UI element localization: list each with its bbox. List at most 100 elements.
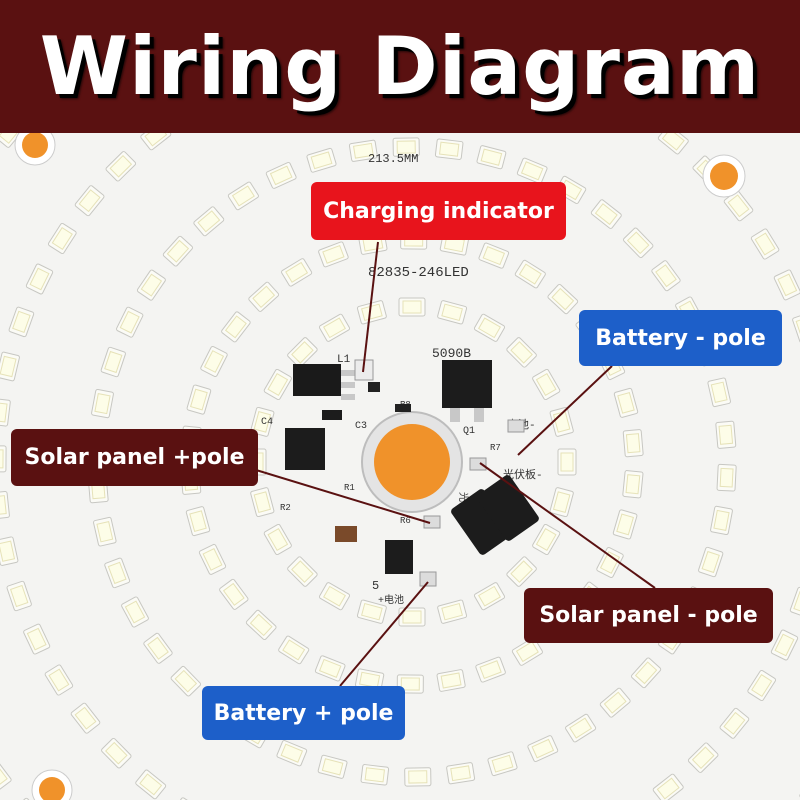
- ic-chip: [285, 428, 325, 470]
- smd-led: [287, 337, 318, 368]
- smd-led: [348, 139, 378, 162]
- corner-led-core: [39, 777, 65, 800]
- smd-resistor: [368, 382, 380, 392]
- smd-led: [162, 235, 193, 267]
- smd-led: [473, 313, 506, 342]
- connector-pin: [341, 370, 355, 376]
- smd-led: [404, 767, 432, 787]
- mosfet-leg: [474, 408, 484, 422]
- smd-led: [116, 306, 144, 338]
- smd-led: [716, 463, 737, 492]
- smd-led: [278, 635, 310, 665]
- smd-led: [710, 505, 733, 536]
- smd-led: [446, 762, 476, 785]
- smd-led: [631, 657, 662, 689]
- ref-q1: Q1: [463, 426, 475, 437]
- smd-led: [6, 580, 32, 612]
- smd-led: [0, 491, 10, 520]
- capacitor-c3: [322, 410, 342, 420]
- label-battery-negative-pole: Battery - pole: [579, 310, 782, 366]
- header-banner: [0, 0, 800, 133]
- smd-led: [0, 398, 11, 427]
- smd-led: [0, 536, 19, 566]
- connector-pin: [341, 394, 355, 400]
- smd-led: [473, 582, 506, 611]
- smd-led: [317, 754, 348, 779]
- board-model-text: 82835-246LED: [368, 265, 469, 281]
- smd-led: [44, 664, 74, 696]
- smd-led: [707, 377, 731, 408]
- smd-led: [792, 312, 800, 344]
- smd-led: [527, 735, 559, 763]
- smd-led: [318, 582, 351, 611]
- smd-led: [622, 470, 644, 499]
- smd-led: [219, 578, 249, 610]
- corner-led-core: [710, 162, 738, 190]
- solar-negative-marking: 光伏板-: [503, 467, 543, 482]
- battery-positive-leader: [339, 581, 429, 687]
- ref-r2: R2: [280, 503, 291, 513]
- diode: [477, 475, 539, 541]
- smd-led: [74, 185, 105, 217]
- capacitor: [335, 526, 357, 542]
- smd-led: [698, 546, 724, 578]
- smd-led: [263, 523, 292, 556]
- charging-indicator-leader: [362, 241, 379, 373]
- smd-led: [613, 387, 639, 418]
- smd-led: [511, 637, 543, 666]
- smd-led: [136, 269, 166, 301]
- smd-led: [314, 655, 346, 682]
- smd-led: [170, 665, 201, 697]
- smd-led: [750, 228, 780, 260]
- transistor: [385, 540, 413, 574]
- smd-led: [596, 547, 624, 578]
- ref-5: 5: [372, 579, 379, 593]
- ref-r1: R1: [344, 483, 355, 493]
- connector-pin: [341, 382, 355, 388]
- smd-led: [186, 384, 212, 415]
- board-dimension-text: 213.5MM: [368, 152, 418, 166]
- smd-led: [276, 740, 308, 767]
- smd-led: [360, 764, 390, 786]
- smd-led: [398, 297, 426, 317]
- smd-led: [0, 445, 7, 473]
- smd-led: [47, 222, 77, 255]
- smd-led: [143, 632, 173, 664]
- smd-led: [747, 669, 777, 702]
- smd-led: [121, 596, 149, 628]
- ref-c4: C4: [261, 417, 273, 428]
- smd-led: [193, 206, 225, 237]
- smd-led: [599, 687, 631, 718]
- smd-led: [263, 368, 292, 401]
- smd-led: [281, 258, 313, 287]
- smd-led: [354, 668, 385, 692]
- smd-led: [0, 351, 20, 382]
- smd-led: [0, 759, 12, 791]
- smd-led: [434, 138, 464, 160]
- label-charging-indicator: Charging indicator: [311, 182, 566, 240]
- smd-led: [8, 306, 35, 338]
- smd-led: [487, 751, 518, 777]
- smd-led: [392, 137, 420, 157]
- smd-led: [770, 629, 799, 661]
- smd-led: [532, 368, 561, 401]
- diode: [451, 489, 513, 555]
- smd-led: [248, 281, 280, 312]
- smd-led: [101, 737, 132, 769]
- smd-led: [612, 509, 638, 540]
- smd-led: [719, 707, 750, 739]
- smd-led: [506, 556, 537, 587]
- ref-r7: R7: [490, 443, 501, 453]
- smd-led: [475, 656, 506, 683]
- smd-led: [652, 773, 684, 800]
- smd-led: [265, 161, 297, 189]
- smd-led: [437, 599, 468, 624]
- smd-led: [250, 487, 275, 518]
- battery-positive-pad: [419, 571, 437, 587]
- solar-negative-leader: [479, 462, 656, 589]
- center-led: [374, 424, 450, 500]
- smd-led: [657, 133, 689, 155]
- smd-led: [318, 313, 351, 342]
- smd-led: [23, 623, 51, 655]
